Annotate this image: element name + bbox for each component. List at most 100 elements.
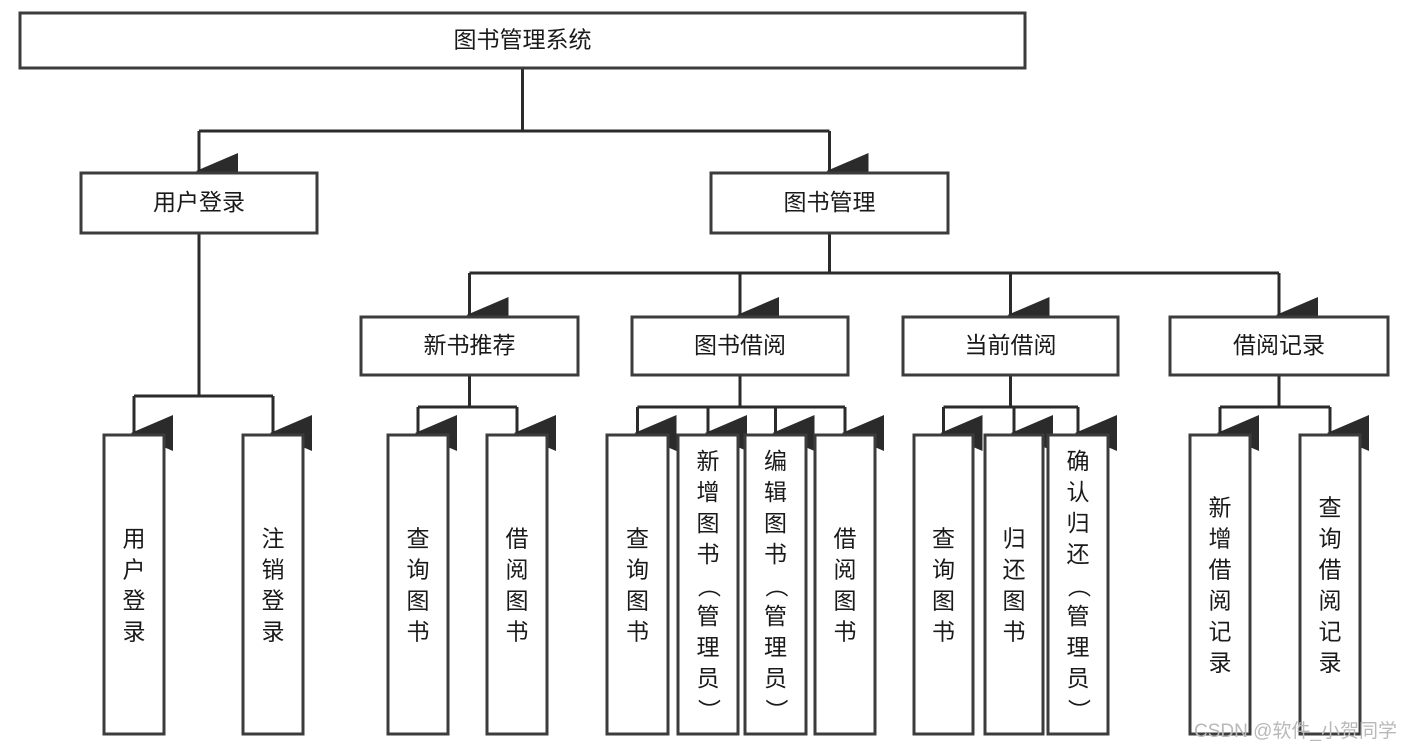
node-leaf-3-box[interactable] bbox=[485, 433, 549, 736]
node-leaf-10-label-char: 还 bbox=[1067, 541, 1090, 567]
node-layer: 图书管理系统用户登录图书管理新书推荐图书借阅当前借阅借阅记录用户登录注销登录查询… bbox=[18, 11, 1390, 736]
node-leaf-8-label-char: 图 bbox=[932, 588, 955, 614]
node-leaf-6-label-char: 理 bbox=[764, 634, 787, 660]
node-leaf-12-label-char: 录 bbox=[1319, 650, 1342, 676]
node-level2-3-box[interactable] bbox=[1168, 315, 1390, 377]
node-level2-0-box[interactable] bbox=[359, 315, 580, 377]
node-level1-0-box[interactable] bbox=[79, 171, 319, 235]
node-root-box[interactable] bbox=[18, 11, 1027, 70]
node-leaf-2-box[interactable] bbox=[386, 433, 450, 736]
node-level1-1[interactable]: 图书管理 bbox=[709, 171, 950, 235]
node-leaf-1-label-char: 销 bbox=[262, 557, 285, 583]
node-leaf-10-label-char: 管 bbox=[1067, 603, 1090, 629]
node-leaf-7-box[interactable] bbox=[813, 433, 877, 736]
node-leaf-9-label-char: 归 bbox=[1003, 526, 1026, 552]
node-leaf-1-label-char: 登 bbox=[262, 588, 285, 614]
node-level2-3[interactable]: 借阅记录 bbox=[1168, 315, 1390, 377]
node-leaf-0-label-char: 用 bbox=[123, 526, 146, 552]
node-leaf-12-label-char: 借 bbox=[1319, 557, 1342, 583]
node-leaf-4-label-char: 图 bbox=[626, 588, 649, 614]
node-leaf-6-label-char: 图 bbox=[764, 510, 787, 536]
node-leaf-4-label-char: 查 bbox=[626, 526, 649, 552]
node-leaf-6-label-char: 编 bbox=[764, 448, 787, 474]
node-leaf-6-label-char: 员 bbox=[764, 665, 787, 691]
node-leaf-11-label-char: 阅 bbox=[1209, 588, 1232, 614]
node-leaf-1-label-char: 录 bbox=[262, 619, 285, 645]
node-level1-1-label: 图书管理 bbox=[784, 189, 876, 215]
node-root-label: 图书管理系统 bbox=[454, 27, 592, 53]
node-leaf-6-box[interactable] bbox=[743, 433, 808, 736]
node-leaf-9-label-char: 书 bbox=[1003, 619, 1026, 645]
node-leaf-10-label-char: 确 bbox=[1067, 448, 1090, 474]
node-leaf-6-label-char: （ bbox=[764, 575, 790, 598]
node-level2-2[interactable]: 当前借阅 bbox=[901, 315, 1120, 377]
node-leaf-7-label-char: 图 bbox=[834, 588, 857, 614]
node-leaf-2-label-char: 书 bbox=[407, 619, 430, 645]
node-leaf-11-box[interactable] bbox=[1188, 433, 1252, 736]
node-leaf-9-box[interactable] bbox=[983, 433, 1045, 736]
node-leaf-11-label-char: 新 bbox=[1209, 495, 1232, 521]
node-leaf-10-label-char: 归 bbox=[1067, 510, 1090, 536]
node-leaf-12-label-char: 查 bbox=[1319, 495, 1342, 521]
node-leaf-6-label-char: 管 bbox=[764, 603, 787, 629]
node-level2-1-box[interactable] bbox=[630, 315, 850, 377]
node-leaf-11-label-char: 借 bbox=[1209, 557, 1232, 583]
node-leaf-2-label-char: 查 bbox=[407, 526, 430, 552]
node-leaf-2-label-char: 询 bbox=[407, 557, 430, 583]
node-leaf-2-label-char: 图 bbox=[407, 588, 430, 614]
node-level2-1[interactable]: 图书借阅 bbox=[630, 315, 850, 377]
node-leaf-12-box[interactable] bbox=[1298, 433, 1362, 736]
node-leaf-5-label-char: 书 bbox=[697, 541, 720, 567]
node-leaf-10-label-char: 员 bbox=[1067, 665, 1090, 691]
node-leaf-7-label-char: 书 bbox=[834, 619, 857, 645]
node-leaf-5-label-char: 增 bbox=[697, 479, 720, 505]
watermark-text: CSDN @软件_小贺同学 bbox=[1194, 721, 1397, 742]
node-leaf-4-label-char: 书 bbox=[626, 619, 649, 645]
node-leaf-5-label-char: 图 bbox=[697, 510, 720, 536]
connector-layer bbox=[131, 68, 1369, 451]
node-level1-1-box[interactable] bbox=[709, 171, 950, 235]
node-leaf-8-box[interactable] bbox=[912, 433, 975, 736]
node-leaf-3-label-char: 借 bbox=[506, 526, 529, 552]
node-leaf-1-box[interactable] bbox=[241, 433, 305, 736]
node-leaf-11-label-char: 录 bbox=[1209, 650, 1232, 676]
node-leaf-0[interactable]: 用户登录 bbox=[102, 433, 166, 736]
node-leaf-7-label-char: 阅 bbox=[834, 557, 857, 583]
node-level2-3-label: 借阅记录 bbox=[1233, 332, 1325, 358]
node-leaf-12-label-char: 询 bbox=[1319, 526, 1342, 552]
node-leaf-12-label-char: 阅 bbox=[1319, 588, 1342, 614]
node-level2-0-label: 新书推荐 bbox=[424, 332, 516, 358]
node-leaf-8-label-char: 书 bbox=[932, 619, 955, 645]
node-leaf-11-label-char: 增 bbox=[1209, 526, 1232, 552]
node-leaf-8-label-char: 查 bbox=[932, 526, 955, 552]
node-leaf-11-label-char: 记 bbox=[1209, 619, 1232, 645]
node-leaf-3-label-char: 书 bbox=[506, 619, 529, 645]
node-level2-2-label: 当前借阅 bbox=[965, 332, 1057, 358]
node-leaf-10-box[interactable] bbox=[1046, 433, 1110, 736]
node-root[interactable]: 图书管理系统 bbox=[18, 11, 1027, 70]
node-leaf-6-label-char: 书 bbox=[764, 541, 787, 567]
node-level2-2-box[interactable] bbox=[901, 315, 1120, 377]
node-leaf-5-label-char: 新 bbox=[697, 448, 720, 474]
node-leaf-5-box[interactable] bbox=[676, 433, 740, 736]
node-leaf-0-box[interactable] bbox=[102, 433, 166, 736]
node-leaf-9-label-char: 图 bbox=[1003, 588, 1026, 614]
node-leaf-7-label-char: 借 bbox=[834, 526, 857, 552]
node-leaf-5-label-char: 理 bbox=[697, 634, 720, 660]
node-leaf-4-box[interactable] bbox=[605, 433, 670, 736]
node-level1-0[interactable]: 用户登录 bbox=[79, 171, 319, 235]
node-leaf-12-label-char: 记 bbox=[1319, 619, 1342, 645]
node-level2-0[interactable]: 新书推荐 bbox=[359, 315, 580, 377]
